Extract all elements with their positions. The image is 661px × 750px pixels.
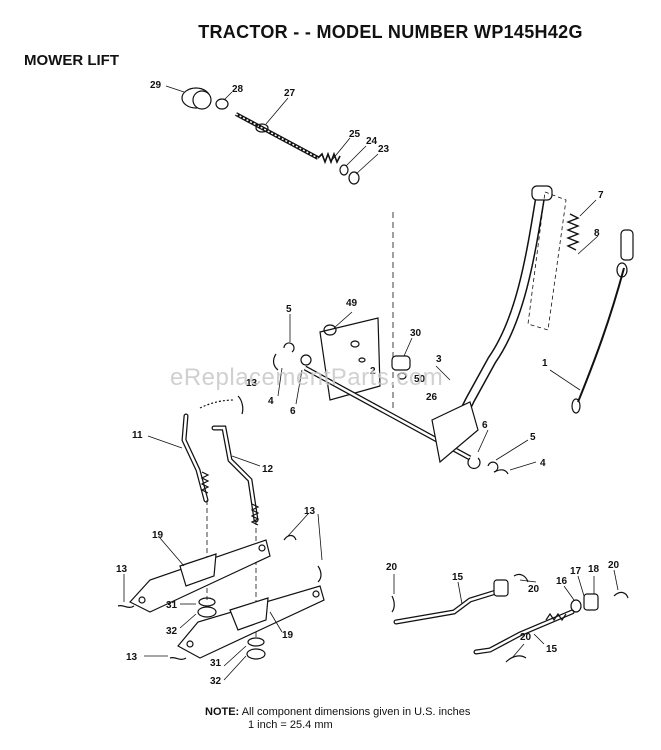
washer-part: [215, 98, 229, 110]
callout-label: 8: [594, 228, 600, 239]
watermark-text: eReplacementParts.com: [170, 364, 444, 391]
note-label: NOTE:: [205, 706, 240, 718]
callout-label: 13: [126, 652, 138, 663]
callout-label: 17: [570, 566, 582, 577]
callout-label: 32: [166, 626, 178, 637]
callout-label: 24: [366, 136, 378, 147]
callout-label: 2: [370, 366, 376, 377]
callout-label: 5: [530, 432, 536, 443]
callout-label: 29: [150, 80, 162, 91]
callout-label: 16: [556, 576, 568, 587]
callout-label: 3: [436, 354, 442, 365]
callout-label: 20: [528, 584, 540, 595]
callout-label: 50: [414, 374, 426, 385]
lift-link-right: [211, 425, 259, 523]
callout-label: 23: [378, 144, 390, 155]
callout-label: 28: [232, 84, 244, 95]
callout-label: 1: [542, 358, 548, 369]
callout-label: 32: [210, 676, 222, 687]
lift-lever: [455, 193, 545, 425]
note-line2: 1 inch = 25.4 mm: [248, 719, 333, 731]
callout-label: 6: [482, 420, 488, 431]
callout-label: 4: [540, 458, 546, 469]
page-title: TRACTOR - - MODEL NUMBER WP145H42G: [198, 22, 583, 42]
callout-label: 6: [290, 406, 296, 417]
callout-label: 15: [546, 644, 558, 655]
diagram-subtitle: MOWER LIFT: [24, 52, 119, 69]
callout-label: 31: [210, 658, 222, 669]
callout-label: 11: [132, 430, 143, 441]
callout-label: 15: [452, 572, 464, 583]
callout-label: 20: [608, 560, 620, 571]
dimension-note: NOTE: All component dimensions given in …: [205, 706, 470, 732]
callout-label: 4: [268, 396, 274, 407]
extension-spring: [566, 213, 580, 251]
callout-label: 30: [410, 328, 422, 339]
note-line1: All component dimensions given in U.S. i…: [241, 706, 471, 718]
callout-label: 18: [588, 564, 600, 575]
callout-label: 20: [520, 632, 532, 643]
callout-label: 19: [282, 630, 294, 641]
callout-label: 49: [346, 298, 358, 309]
callout-label: 5: [286, 304, 292, 315]
callout-label: 13: [304, 506, 316, 517]
callout-label: 25: [349, 129, 361, 140]
callout-labels: 29 28 27 25 24 23 7 8 5 49 30 3 2 50 26 …: [116, 80, 620, 687]
callout-label: 27: [284, 88, 296, 99]
callout-label: 13: [116, 564, 128, 575]
callout-label: 7: [598, 190, 604, 201]
callout-label: 13: [246, 378, 258, 389]
compression-spring: [317, 151, 341, 165]
callout-label: 12: [262, 464, 274, 475]
callout-label: 26: [426, 392, 438, 403]
callout-label: 19: [152, 530, 164, 541]
callout-label: 31: [166, 600, 178, 611]
lift-rod: [577, 267, 625, 403]
callout-label: 20: [386, 562, 398, 573]
